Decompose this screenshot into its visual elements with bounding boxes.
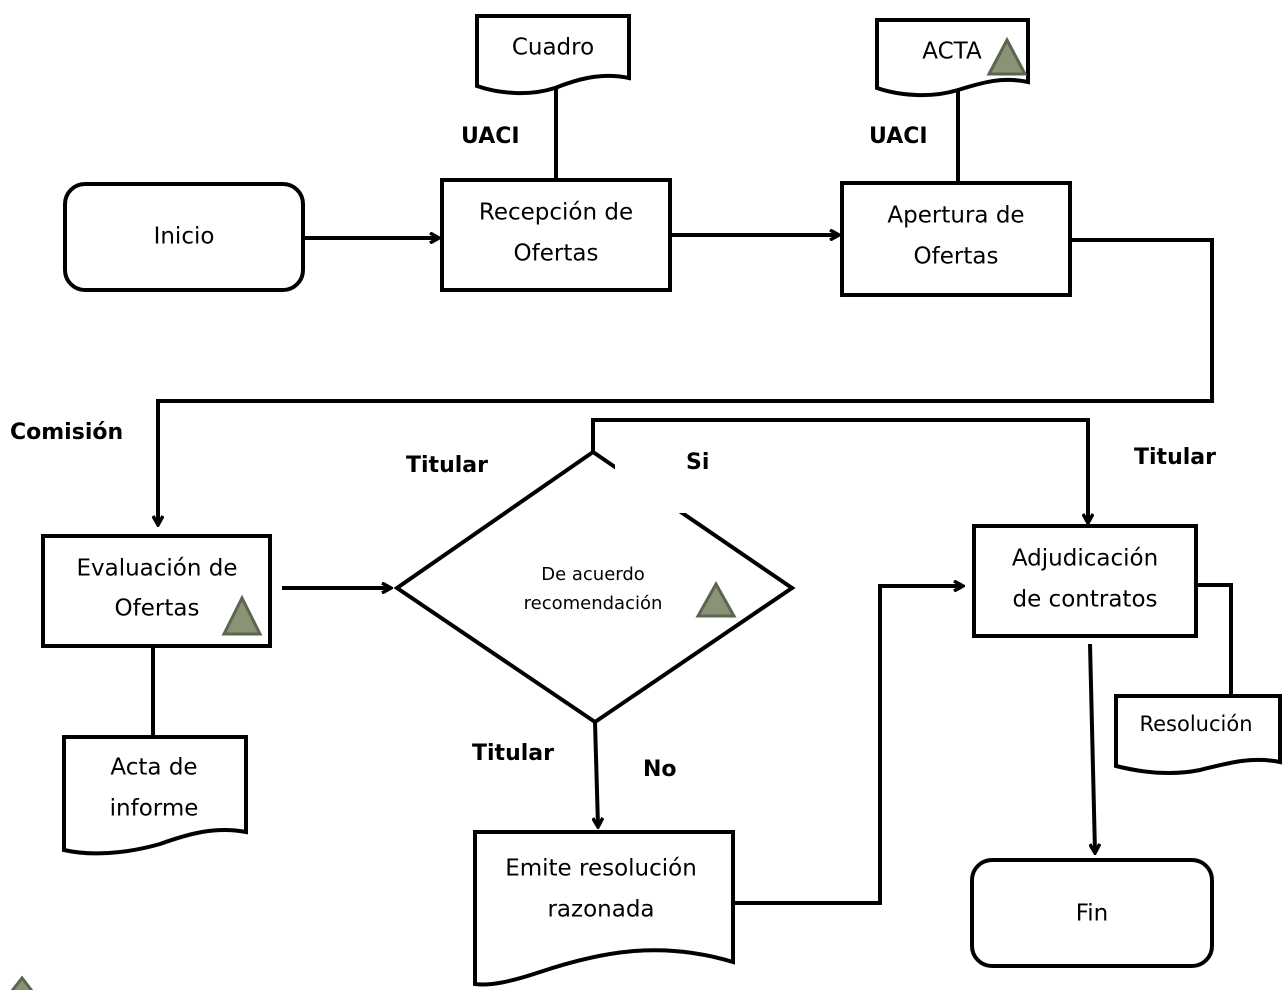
end-node-label: Fin xyxy=(1076,901,1109,927)
document-acta: ACTA xyxy=(875,18,1030,98)
connector-adjudicacion-fin xyxy=(1088,643,1095,852)
recepcion-label-line2: Ofertas xyxy=(514,241,599,267)
connector-decision-yes xyxy=(591,418,1088,522)
connector-apertura-evaluacion xyxy=(158,238,1214,524)
role-comision: Comisión xyxy=(10,420,123,445)
warning-triangle-icon xyxy=(986,36,1028,76)
link-adjudicacion-resolucion xyxy=(1196,583,1233,696)
document-resolucion: Resolución xyxy=(1114,694,1282,775)
decision-label-mask xyxy=(615,455,690,513)
adjudicacion-label-line1: Adjudicación xyxy=(1012,546,1158,572)
branch-yes-label: Si xyxy=(686,450,709,475)
emite-label-line2: razonada xyxy=(547,897,654,923)
connector-emite-adjudicacion xyxy=(733,586,962,905)
end-node: Fin xyxy=(970,858,1214,968)
emite-label-line1: Emite resolución xyxy=(505,856,697,882)
document-emite-resolucion: Emite resolución razonada xyxy=(473,830,735,987)
warning-triangle-icon xyxy=(10,975,34,990)
role-titular-adjudicacion: Titular xyxy=(1134,445,1216,470)
process-evaluacion-ofertas: Evaluación de Ofertas xyxy=(41,534,272,648)
evaluacion-label-line1: Evaluación de xyxy=(76,556,237,582)
apertura-label-line1: Apertura de xyxy=(887,203,1024,229)
connector-decision-no xyxy=(595,721,598,826)
decision-label-line1: De acuerdo xyxy=(541,564,645,585)
decision-label-line2: recomendación xyxy=(524,593,663,614)
apertura-label-line2: Ofertas xyxy=(914,244,999,270)
document-cuadro: Cuadro xyxy=(475,14,631,96)
role-titular-decision: Titular xyxy=(406,453,488,478)
document-acta-informe: Acta de informe xyxy=(62,735,248,856)
branch-no-label: No xyxy=(643,757,677,782)
acta-label: ACTA xyxy=(922,39,982,65)
warning-triangle-icon xyxy=(695,580,737,618)
role-uaci-recepcion: UACI xyxy=(461,124,520,149)
process-recepcion-ofertas: Recepción de Ofertas xyxy=(440,178,672,292)
acta-informe-label-line1: Acta de xyxy=(110,755,197,781)
resolucion-label: Resolución xyxy=(1139,712,1252,736)
decision-de-acuerdo-recomendacion: De acuerdo recomendación xyxy=(393,449,796,725)
start-node-label: Inicio xyxy=(154,224,215,250)
evaluacion-label-line2: Ofertas xyxy=(115,596,200,622)
role-titular-emite: Titular xyxy=(472,741,554,766)
cuadro-label: Cuadro xyxy=(512,35,594,61)
recepcion-label-line1: Recepción de xyxy=(479,200,633,226)
warning-triangle-icon xyxy=(221,594,263,636)
process-apertura-ofertas: Apertura de Ofertas xyxy=(840,181,1072,297)
start-node: Inicio xyxy=(63,182,305,292)
process-adjudicacion-contratos: Adjudicación de contratos xyxy=(972,524,1198,638)
role-uaci-apertura: UACI xyxy=(869,124,928,149)
acta-informe-label-line2: informe xyxy=(110,796,199,822)
adjudicacion-label-line2: de contratos xyxy=(1013,587,1158,613)
